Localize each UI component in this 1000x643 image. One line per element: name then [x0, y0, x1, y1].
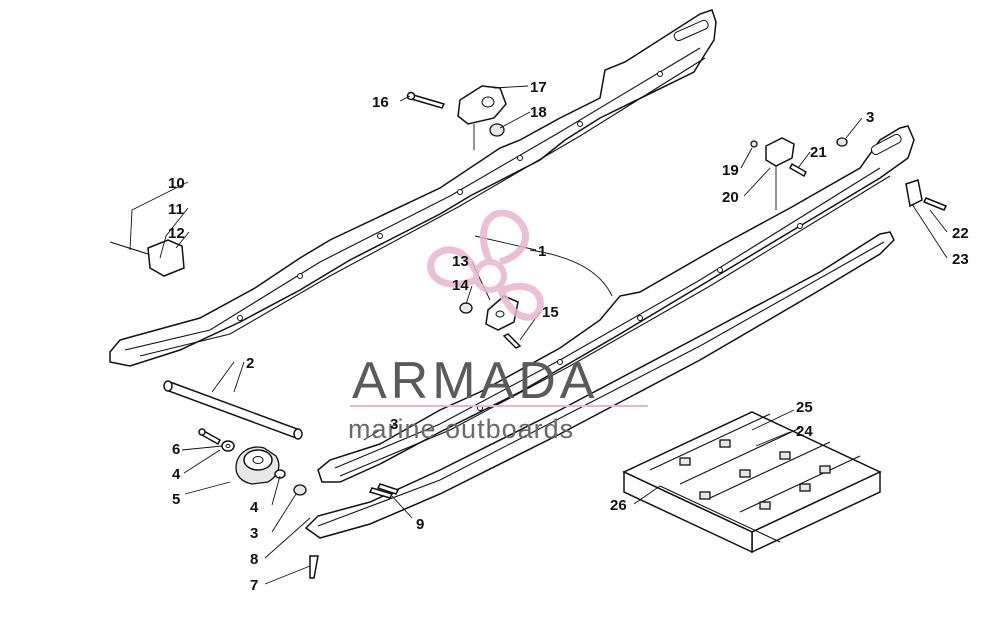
bolt-6: [198, 428, 221, 446]
right-slide-rail: [317, 125, 915, 483]
bolt-21: [789, 162, 807, 178]
washer-4b: [274, 469, 286, 479]
callout-22: 22: [952, 225, 969, 242]
left-slide-rail: [109, 9, 717, 367]
bracket-17: [457, 85, 507, 125]
bracket-12: [109, 239, 185, 277]
callout-5: 5: [172, 491, 180, 508]
watermark: ARMADA marine outboards: [348, 209, 648, 444]
callout-24: 24: [796, 423, 813, 440]
watermark-rule: [350, 405, 648, 407]
callout-9: 9: [416, 516, 424, 533]
callout-17: 17: [530, 79, 547, 96]
callout-21: 21: [810, 144, 827, 161]
track-section: [622, 411, 882, 554]
callout-13: 13: [452, 253, 469, 270]
wear-strip: [304, 231, 895, 539]
nut-3-right: [836, 137, 848, 147]
callout-3-top: 3: [866, 109, 874, 126]
callout-14: 14: [452, 277, 469, 294]
callout-8: 8: [250, 551, 258, 568]
nut-18: [489, 123, 505, 137]
callout-12: 12: [168, 225, 185, 242]
watermark-brand: ARMADA: [352, 352, 598, 410]
callout-10: 10: [168, 175, 185, 192]
callout-11: 11: [168, 201, 184, 218]
callout-15: 15: [542, 304, 559, 321]
nut-14: [459, 302, 473, 314]
idler-wheel: [235, 446, 280, 485]
cross-shaft: [163, 380, 303, 440]
callout-6: 6: [172, 441, 180, 458]
callout-labels: 1 2 3 3 3 4 4 5 6 7 8 9 10 11 12 13 14 1…: [168, 79, 969, 594]
callout-1: 1: [538, 243, 546, 260]
washer-4a: [221, 440, 235, 452]
callout-3-mid: 3: [390, 416, 398, 433]
bolt-9: [368, 483, 400, 499]
callout-25: 25: [796, 399, 813, 416]
callout-20: 20: [722, 189, 739, 206]
bracket-20: [765, 137, 795, 167]
bolt-16: [406, 91, 446, 109]
callout-23: 23: [952, 251, 969, 268]
bolt-15: [502, 333, 522, 349]
callout-26: 26: [610, 497, 627, 514]
bolt-7: [309, 555, 319, 579]
callout-18: 18: [530, 104, 547, 121]
nut-3: [293, 484, 307, 496]
callout-3-low: 3: [250, 525, 258, 542]
callout-16: 16: [372, 94, 389, 111]
callout-2: 2: [246, 355, 254, 372]
callout-19: 19: [722, 162, 739, 179]
callout-7: 7: [250, 577, 258, 594]
bracket-22: [905, 179, 948, 211]
watermark-tagline: marine outboards: [348, 414, 574, 444]
callout-4-top: 4: [172, 466, 181, 483]
armada-logo: [427, 209, 544, 321]
screw-19: [750, 140, 758, 148]
callout-4-low: 4: [250, 499, 259, 516]
